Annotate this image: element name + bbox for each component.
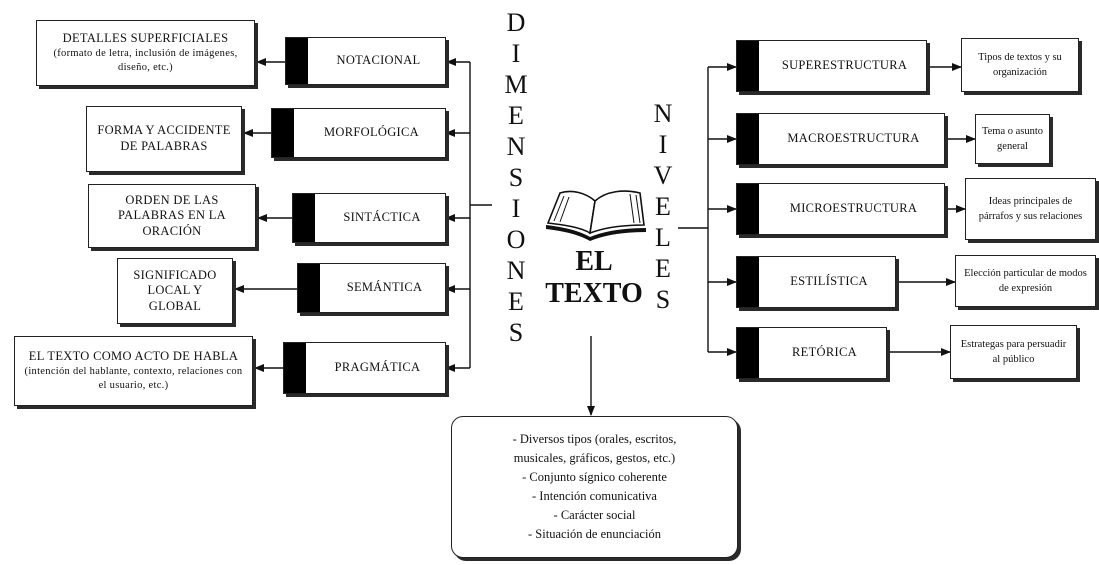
characteristic-line: - Conjunto sígnico coherente	[522, 470, 667, 484]
dimensiones-letter: N	[506, 132, 526, 161]
characteristic-line: - Situación de enunciación	[528, 527, 661, 541]
dimension-label: NOTACIONAL	[336, 53, 421, 68]
level-macroestructura-box: MACROESTRUCTURA	[736, 113, 945, 165]
box-marker	[737, 41, 759, 91]
level-superestructura-box: SUPERESTRUCTURA	[736, 40, 927, 92]
description-detail: (formato de letra, inclusión de imágenes…	[53, 47, 238, 73]
niveles-letter: N	[653, 99, 673, 128]
dimension-label: SINTÁCTICA	[343, 210, 421, 225]
dimensiones-letter: E	[508, 287, 524, 316]
dimension-pragmatica-box: PRAGMÁTICA	[283, 342, 446, 394]
dimensiones-letter: N	[506, 256, 526, 285]
box-marker	[737, 184, 759, 234]
description-detail: (intención del hablante, contexto, relac…	[24, 365, 243, 391]
box-marker	[737, 114, 759, 164]
dimensiones-letter: S	[508, 163, 524, 192]
level-label: MICROESTRUCTURA	[789, 201, 918, 216]
dimension-morfologica-box: MORFOLÓGICA	[271, 108, 446, 158]
box-marker	[737, 257, 759, 307]
level-label: MACROESTRUCTURA	[787, 131, 920, 146]
notacional-description: DETALLES SUPERFICIALES (formato de letra…	[36, 20, 255, 86]
dimensiones-letter: I	[511, 194, 521, 223]
characteristic-line: - Diversos tipos (orales, escritos,	[512, 432, 677, 446]
macroestructura-description: Tema o asunto general	[975, 114, 1050, 164]
sintactica-description: ORDEN DE LAS PALABRAS EN LA ORACIÓN	[88, 184, 256, 248]
description-text: ORDEN DE LAS PALABRAS EN LA ORACIÓN	[118, 192, 226, 238]
niveles-letter: V	[653, 161, 673, 190]
morfologica-description: FORMA Y ACCIDENTE DE PALABRAS	[86, 106, 242, 172]
description-text: Ideas principales de párrafos y sus rela…	[978, 195, 1083, 222]
center-title-line1: EL	[575, 246, 613, 277]
dimensiones-letter: S	[508, 318, 524, 347]
box-marker	[737, 328, 759, 378]
niveles-letter: S	[655, 285, 671, 314]
dimension-notacional-box: NOTACIONAL	[285, 37, 446, 85]
center-title-line2: TEXTO	[545, 278, 643, 309]
microestructura-description: Ideas principales de párrafos y sus rela…	[965, 178, 1096, 240]
dimensiones-letter: D	[506, 8, 526, 37]
dimension-sintactica-box: SINTÁCTICA	[292, 193, 446, 243]
characteristic-line: - Intención comunicativa	[532, 489, 657, 503]
dimensiones-letter: O	[506, 225, 526, 254]
description-text: Estrategas para persuadir al público	[960, 338, 1067, 365]
box-marker	[286, 38, 308, 84]
pragmatica-description: EL TEXTO COMO ACTO DE HABLA (intención d…	[14, 336, 253, 406]
estilistica-description: Elección particular de modos de expresió…	[955, 255, 1096, 307]
niveles-letter: I	[658, 130, 668, 159]
box-marker	[272, 109, 294, 157]
level-label: RETÓRICA	[792, 345, 857, 360]
dimension-label: SEMÁNTICA	[346, 280, 423, 295]
characteristics-box: - Diversos tipos (orales, escritos, music…	[451, 416, 738, 558]
description-text: SIGNIFICADO LOCAL Y GLOBAL	[133, 267, 217, 313]
dimensiones-letter: I	[511, 39, 521, 68]
level-microestructura-box: MICROESTRUCTURA	[736, 183, 945, 235]
semantica-description: SIGNIFICADO LOCAL Y GLOBAL	[117, 258, 233, 324]
open-book-icon	[546, 190, 646, 241]
niveles-letter: L	[655, 223, 671, 252]
dimensiones-letter: E	[508, 101, 524, 130]
characteristic-line: musicales, gráficos, gestos, etc.)	[513, 451, 676, 465]
box-marker	[293, 194, 315, 242]
level-label: SUPERESTRUCTURA	[781, 58, 908, 73]
box-marker	[284, 343, 306, 393]
level-retorica-box: RETÓRICA	[736, 327, 887, 379]
superestructura-description: Tipos de textos y su organización	[961, 38, 1079, 92]
box-marker	[298, 264, 320, 312]
description-title: DETALLES SUPERFICIALES	[62, 31, 229, 46]
description-text: FORMA Y ACCIDENTE DE PALABRAS	[97, 123, 231, 153]
description-text: Elección particular de modos de expresió…	[964, 267, 1087, 294]
characteristic-line: - Carácter social	[553, 508, 636, 522]
retorica-description: Estrategas para persuadir al público	[950, 325, 1077, 379]
description-text: Tipos de textos y su organización	[978, 51, 1062, 78]
level-label: ESTILÍSTICA	[790, 274, 868, 289]
dimension-label: PRAGMÁTICA	[334, 360, 421, 375]
description-text: Tema o asunto general	[981, 125, 1044, 152]
dimension-label: MORFOLÓGICA	[324, 125, 419, 140]
description-title: EL TEXTO COMO ACTO DE HABLA	[28, 349, 239, 364]
niveles-letter: E	[655, 192, 671, 221]
niveles-letter: E	[655, 254, 671, 283]
center-title: EL TEXTO	[540, 246, 648, 310]
level-estilistica-box: ESTILÍSTICA	[736, 256, 896, 308]
dimension-semantica-box: SEMÁNTICA	[297, 263, 446, 313]
dimensiones-letter: M	[504, 70, 528, 99]
